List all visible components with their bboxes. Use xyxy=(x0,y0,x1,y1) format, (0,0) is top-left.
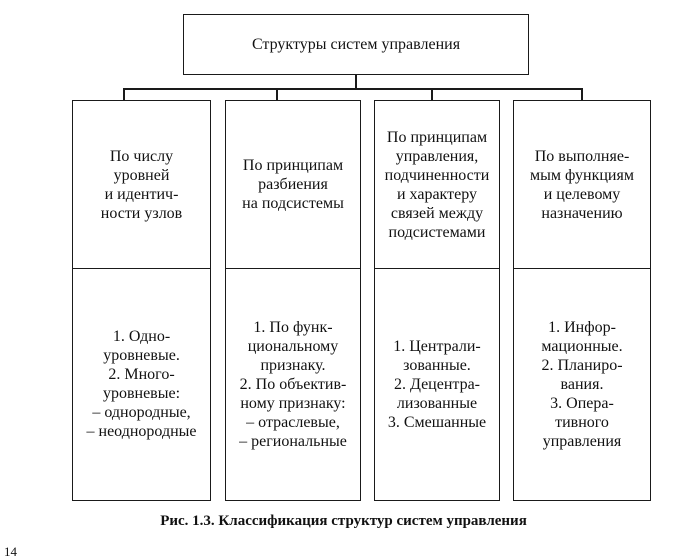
column-items: 1. Инфор- мационные. 2. Планиро- вания. … xyxy=(541,318,623,450)
column-header: По принципам разбиения на подсистемы xyxy=(226,101,360,269)
column-items: 1. Централи- зованные. 2. Децентра- лизо… xyxy=(387,337,487,431)
page-number: 14 xyxy=(4,544,17,559)
column-functions: По выполняе- мым функциям и целевому наз… xyxy=(513,100,651,501)
root-connector xyxy=(355,75,357,89)
column-subsystems: По принципам разбиения на подсистемы 1. … xyxy=(225,100,361,501)
column-connector-1 xyxy=(123,88,125,101)
column-management: По принципам управления, подчиненности и… xyxy=(374,100,500,501)
column-header: По выполняе- мым функциям и целевому наз… xyxy=(514,101,650,269)
column-connector-4 xyxy=(581,88,583,101)
column-header: По числу уровней и идентич- ности узлов xyxy=(73,101,210,269)
column-header: По принципам управления, подчиненности и… xyxy=(375,101,499,269)
column-connector-3 xyxy=(431,88,433,101)
column-items: 1. Одно- уровневые. 2. Много- уровневые:… xyxy=(86,328,197,440)
column-levels: По числу уровней и идентич- ности узлов … xyxy=(72,100,211,501)
horizontal-connector xyxy=(123,88,582,90)
column-connector-2 xyxy=(276,88,278,101)
root-node: Структуры систем управления xyxy=(183,14,529,75)
figure-caption: Рис. 1.3. Классификация структур систем … xyxy=(160,513,527,529)
root-label: Структуры систем управления xyxy=(251,35,461,53)
column-items: 1. По функ- циональному признаку. 2. По … xyxy=(239,318,347,450)
